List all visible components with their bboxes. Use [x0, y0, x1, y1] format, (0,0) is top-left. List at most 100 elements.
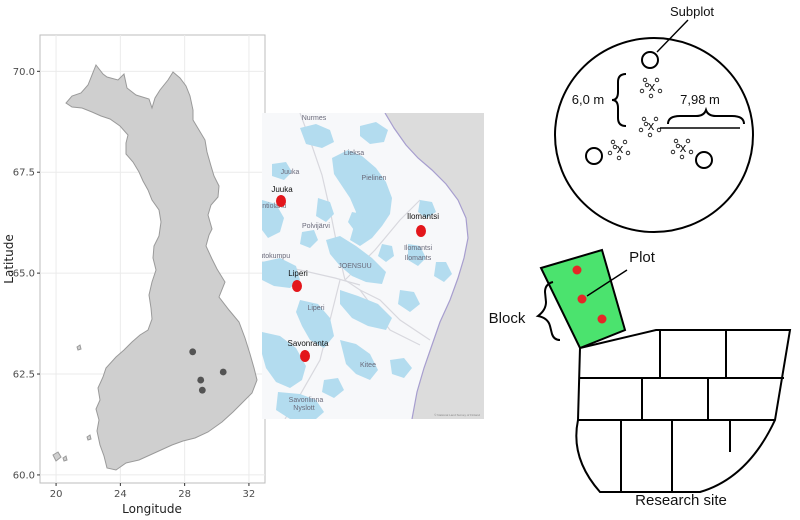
- x-tick-label: 24: [114, 489, 127, 500]
- subplot-circle: [641, 51, 659, 69]
- sample-point: [198, 386, 206, 394]
- lake: [262, 258, 300, 288]
- research-site-label: Research site: [635, 492, 727, 509]
- aland-island: [52, 451, 62, 462]
- y-tick-label: 70.0: [13, 67, 35, 78]
- town-label: Kontiolahti: [254, 203, 287, 210]
- site-label-savonranta: Savonranta: [288, 339, 329, 348]
- lake: [340, 340, 378, 380]
- x-tick-label: 28: [178, 489, 191, 500]
- lake: [408, 244, 426, 266]
- site-marker-ilomantsi: [416, 225, 426, 237]
- town-label: Kitee: [360, 362, 376, 369]
- town-label: Pielinen: [362, 175, 387, 182]
- subplot-circle: [695, 151, 713, 169]
- plot-center-marker: x: [680, 140, 687, 155]
- site-label-ilomantsi: Ilomantsi: [407, 212, 439, 221]
- lake: [418, 200, 436, 218]
- tree-marker: [648, 93, 654, 99]
- tree-marker: [642, 77, 648, 83]
- town-label: Polvijärvi: [302, 223, 330, 230]
- russia-area: [385, 113, 484, 419]
- research-site-diagram: Plot Block Research site: [489, 248, 792, 509]
- block-brace: [535, 281, 561, 341]
- lake: [262, 200, 284, 238]
- map-credit: © National Land Survey of Finland: [434, 413, 480, 417]
- spacing-label: 6,0 m: [572, 92, 605, 107]
- town-label: Nyslott: [293, 405, 314, 412]
- x-axis-ticks: 20 24 28 32: [50, 483, 256, 500]
- lake: [360, 122, 388, 144]
- y-axis-ticks: 60.062.565.067.570.0: [13, 67, 40, 481]
- tree-marker: [644, 82, 650, 88]
- tree-marker: [656, 127, 662, 133]
- lakes: [262, 122, 452, 419]
- tree-marker: [641, 116, 647, 122]
- research-site-grid: [578, 330, 784, 492]
- lake: [322, 378, 344, 398]
- tree-marker: [685, 138, 691, 144]
- x-tick-label: 20: [50, 489, 63, 500]
- tree-marker: [673, 138, 679, 144]
- lake: [340, 290, 392, 330]
- plot-leader-line: [586, 269, 628, 297]
- sample-points: [189, 348, 227, 394]
- spacing-brace: [611, 73, 627, 127]
- town-label: Outokumpu: [254, 253, 290, 260]
- site-marker-juuka: [276, 195, 286, 207]
- lake: [434, 262, 452, 282]
- town-label: JOENSUU: [338, 263, 371, 270]
- site-label-liperi: Liperi: [288, 269, 308, 278]
- lake: [398, 290, 420, 312]
- sample-point: [189, 348, 197, 356]
- y-tick-label: 62.5: [13, 370, 35, 381]
- subplot-circle: [585, 147, 603, 165]
- x-tick-label: 32: [243, 489, 256, 500]
- town-label: Savonlinna: [289, 397, 324, 404]
- lake: [262, 332, 306, 388]
- town-labels: Nurmes Lieksa Pielinen Juuka Kontiolahti…: [254, 115, 432, 412]
- plot-center-marker: x: [617, 141, 624, 156]
- plot-center-marker: x: [648, 118, 655, 133]
- plot-center-marker: x: [649, 79, 656, 94]
- island: [62, 455, 68, 462]
- tree-marker: [622, 139, 628, 145]
- tree-marker: [638, 127, 644, 133]
- subplot-leader-line: [656, 19, 689, 53]
- block-label: Block: [489, 310, 526, 327]
- research-site-outline: [575, 329, 792, 493]
- tree-marker: [688, 149, 694, 155]
- tree-marker: [610, 139, 616, 145]
- y-tick-label: 67.5: [13, 168, 35, 179]
- town-label: Nurmes: [302, 115, 327, 122]
- tree-marker: [654, 77, 660, 83]
- sample-point: [219, 368, 227, 376]
- lake-pielinen: [332, 150, 392, 246]
- study-site-markers: Juuka Ilomantsi Liperi Savonranta: [271, 185, 439, 362]
- tree-marker: [639, 88, 645, 94]
- site-marker-savonranta: [300, 350, 310, 362]
- y-tick-label: 65.0: [13, 269, 35, 280]
- radius-label: 7,98 m: [680, 92, 720, 107]
- tree-marker: [607, 150, 613, 156]
- plot-dot: [597, 314, 607, 324]
- tree-marker: [657, 88, 663, 94]
- lake: [300, 230, 318, 248]
- island: [76, 344, 82, 351]
- lake: [378, 244, 394, 262]
- lake: [326, 236, 386, 284]
- subplot-label: Subplot: [670, 4, 714, 19]
- lake: [316, 198, 334, 222]
- lake: [296, 300, 334, 348]
- x-axis-title: Longitude: [122, 502, 182, 516]
- town-label: Juuka: [281, 169, 300, 176]
- lake: [390, 358, 412, 378]
- regional-map: Nurmes Lieksa Pielinen Juuka Kontiolahti…: [254, 113, 484, 419]
- tree-clusters: x x x x: [607, 77, 694, 161]
- tree-marker: [625, 150, 631, 156]
- plot-design-diagram: Subplot 7,98 m 6,0 m x x x x: [554, 4, 754, 233]
- tree-marker: [612, 144, 618, 150]
- tree-marker: [616, 155, 622, 161]
- site-marker-liperi: [292, 280, 302, 292]
